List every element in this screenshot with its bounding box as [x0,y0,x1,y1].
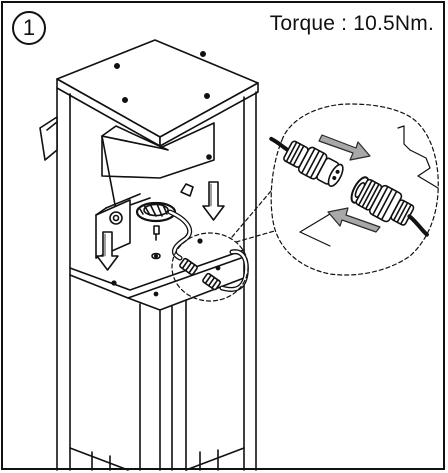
side-panel [39,116,58,161]
arrow-down-icon-2 [202,181,225,221]
lower-column [69,299,245,471]
base-bolt [151,225,161,260]
small-connector-pair [179,249,249,292]
base-plate [69,238,245,311]
detail-source-circle [171,232,249,302]
connector-detail-view [269,103,439,276]
bollard-top-cap [56,39,259,147]
large-connector-left [269,136,344,188]
arrow-down-icon-1 [96,231,119,271]
step-number: 1 [22,15,36,40]
lamp-cable [167,183,194,261]
lamp-housing [101,122,215,211]
arrow-push-icon-2 [327,207,381,233]
large-connector-right [350,176,429,237]
step-number-badge: 1 [12,11,46,45]
arrow-push-icon-1 [318,134,371,161]
torque-specification: Torque : 10.5Nm. [269,12,434,35]
cable-gland [135,201,177,223]
